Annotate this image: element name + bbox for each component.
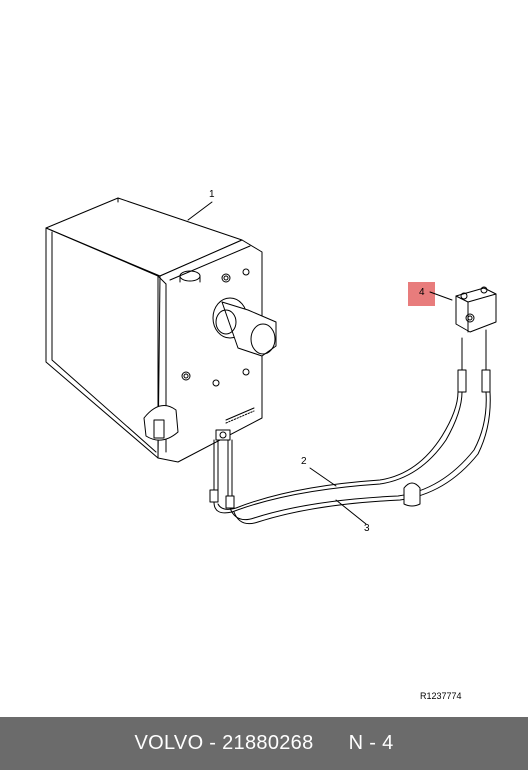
- footer-position: N - 4: [348, 732, 394, 754]
- callout-2-label: 2: [301, 456, 307, 467]
- footer-brand: VOLVO: [134, 732, 204, 754]
- footer-gap: [314, 732, 349, 755]
- footer-bar: VOLVO - 21880268 N - 4: [0, 717, 528, 770]
- callout-1-label: 1: [209, 189, 215, 200]
- valve-block: [429, 286, 497, 333]
- pump-unit: [45, 197, 277, 463]
- hose-assembly: [209, 329, 491, 525]
- drawing-reference-code: R1237774: [420, 691, 462, 701]
- callout-4-highlight: [408, 282, 435, 306]
- callout-3-label: 3: [364, 523, 370, 534]
- callout-4-label: 4: [419, 287, 425, 298]
- footer-separator: -: [203, 732, 223, 754]
- footer-part-number: 21880268: [222, 732, 314, 754]
